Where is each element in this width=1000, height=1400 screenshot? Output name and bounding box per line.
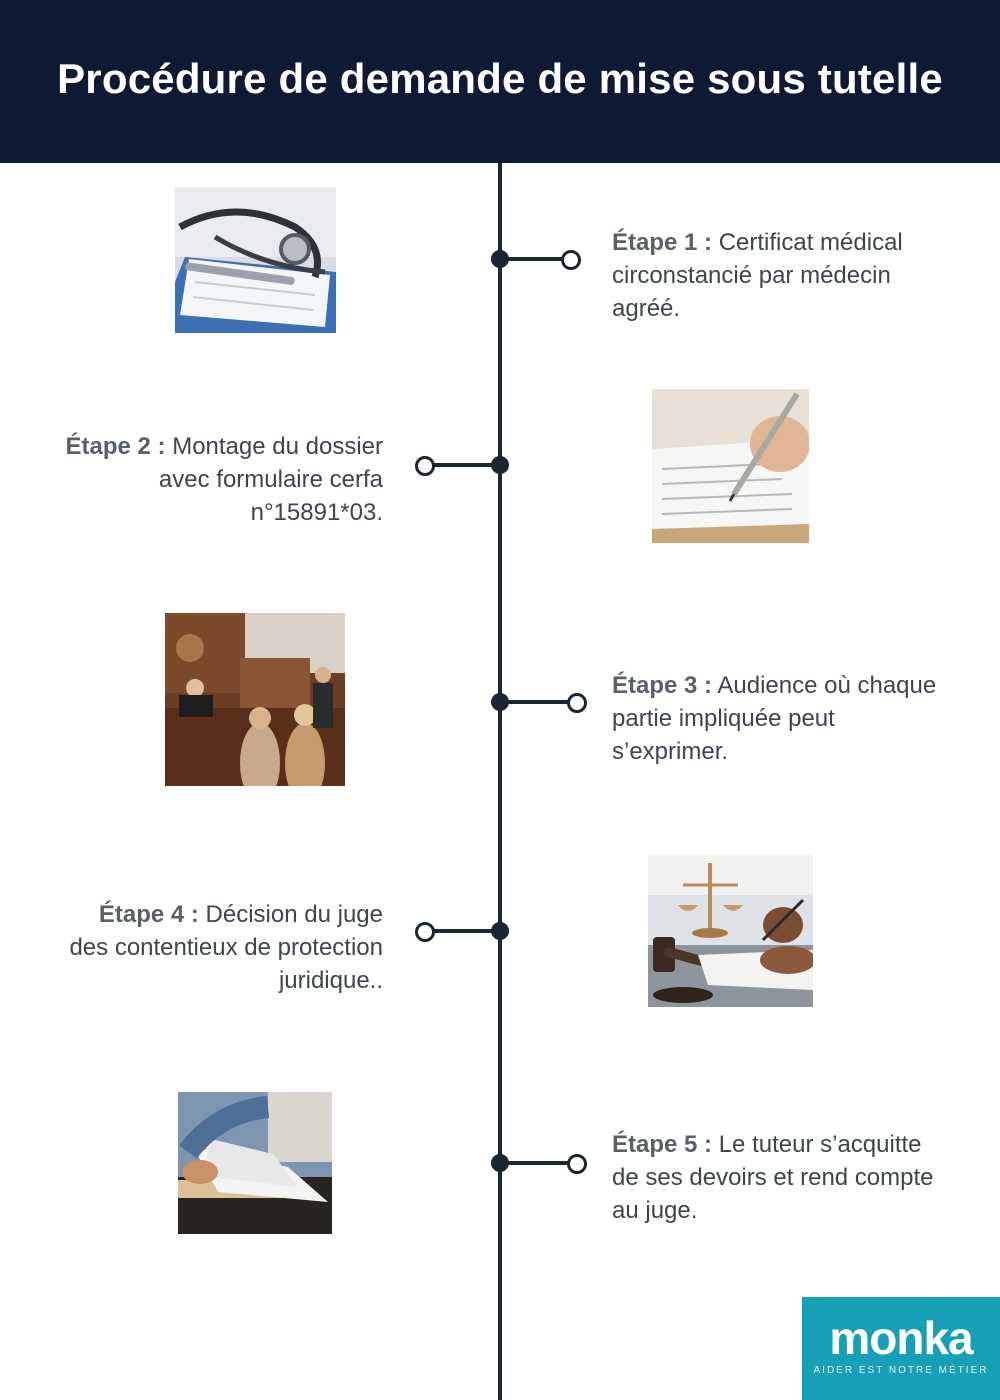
step-2-connector bbox=[432, 463, 496, 467]
step-2-label: Étape 2 : bbox=[65, 433, 166, 460]
brand-logo: monka AIDER EST NOTRE MÉTIER bbox=[802, 1297, 1000, 1400]
stethoscope-clipboard-photo bbox=[175, 187, 336, 333]
step-4-node-dot bbox=[491, 922, 509, 940]
step-3-node-ring bbox=[567, 693, 587, 713]
step-4-node-ring bbox=[415, 922, 435, 942]
step-4-connector bbox=[432, 929, 496, 933]
step-3-connector bbox=[500, 700, 570, 704]
step-3-description: Audience où chaque partie impliquée peut… bbox=[612, 672, 937, 765]
step-2-text: Étape 2 : Montage du dossier avec formul… bbox=[60, 430, 384, 529]
step-4-text: Étape 4 : Décision du juge des contentie… bbox=[60, 898, 383, 997]
step-5-description: Le tuteur s’acquitte de ses devoirs et r… bbox=[612, 1131, 934, 1224]
step-2-node-ring bbox=[415, 456, 435, 476]
step-5-label: Étape 5 : bbox=[612, 1131, 713, 1158]
hand-signing-document-photo bbox=[652, 389, 809, 543]
step-1-label: Étape 1 : bbox=[612, 229, 713, 256]
gavel-scales-justice-photo bbox=[648, 855, 813, 1007]
logo-tagline: AIDER EST NOTRE MÉTIER bbox=[813, 1365, 989, 1376]
logo-wordmark: monka bbox=[829, 1312, 973, 1364]
step-3-text: Étape 3 : Audience où chaque partie impl… bbox=[612, 669, 952, 768]
step-5-text: Étape 5 : Le tuteur s’acquitte de ses de… bbox=[612, 1128, 952, 1227]
step-2-description: Montage du dossier avec formulaire cerfa… bbox=[158, 433, 383, 526]
step-3-label: Étape 3 : bbox=[612, 672, 713, 699]
reading-papers-photo bbox=[178, 1092, 332, 1234]
step-1-connector bbox=[500, 257, 564, 261]
page-title: Procédure de demande de mise sous tutell… bbox=[57, 55, 943, 102]
step-5-node-ring bbox=[567, 1154, 587, 1174]
step-1-text: Étape 1 : Certificat médical circonstanc… bbox=[612, 226, 952, 325]
step-4-label: Étape 4 : bbox=[98, 901, 199, 928]
step-2-node-dot bbox=[491, 456, 509, 474]
step-1-node-ring bbox=[561, 250, 581, 270]
timeline-line bbox=[498, 163, 502, 1400]
step-4-description: Décision du juge des contentieux de prot… bbox=[69, 901, 383, 994]
step-5-connector bbox=[500, 1161, 570, 1165]
courtroom-hearing-photo bbox=[165, 613, 345, 786]
step-1-description: Certificat médical circonstancié par méd… bbox=[612, 229, 903, 322]
header-banner: Procédure de demande de mise sous tutell… bbox=[0, 0, 1000, 163]
